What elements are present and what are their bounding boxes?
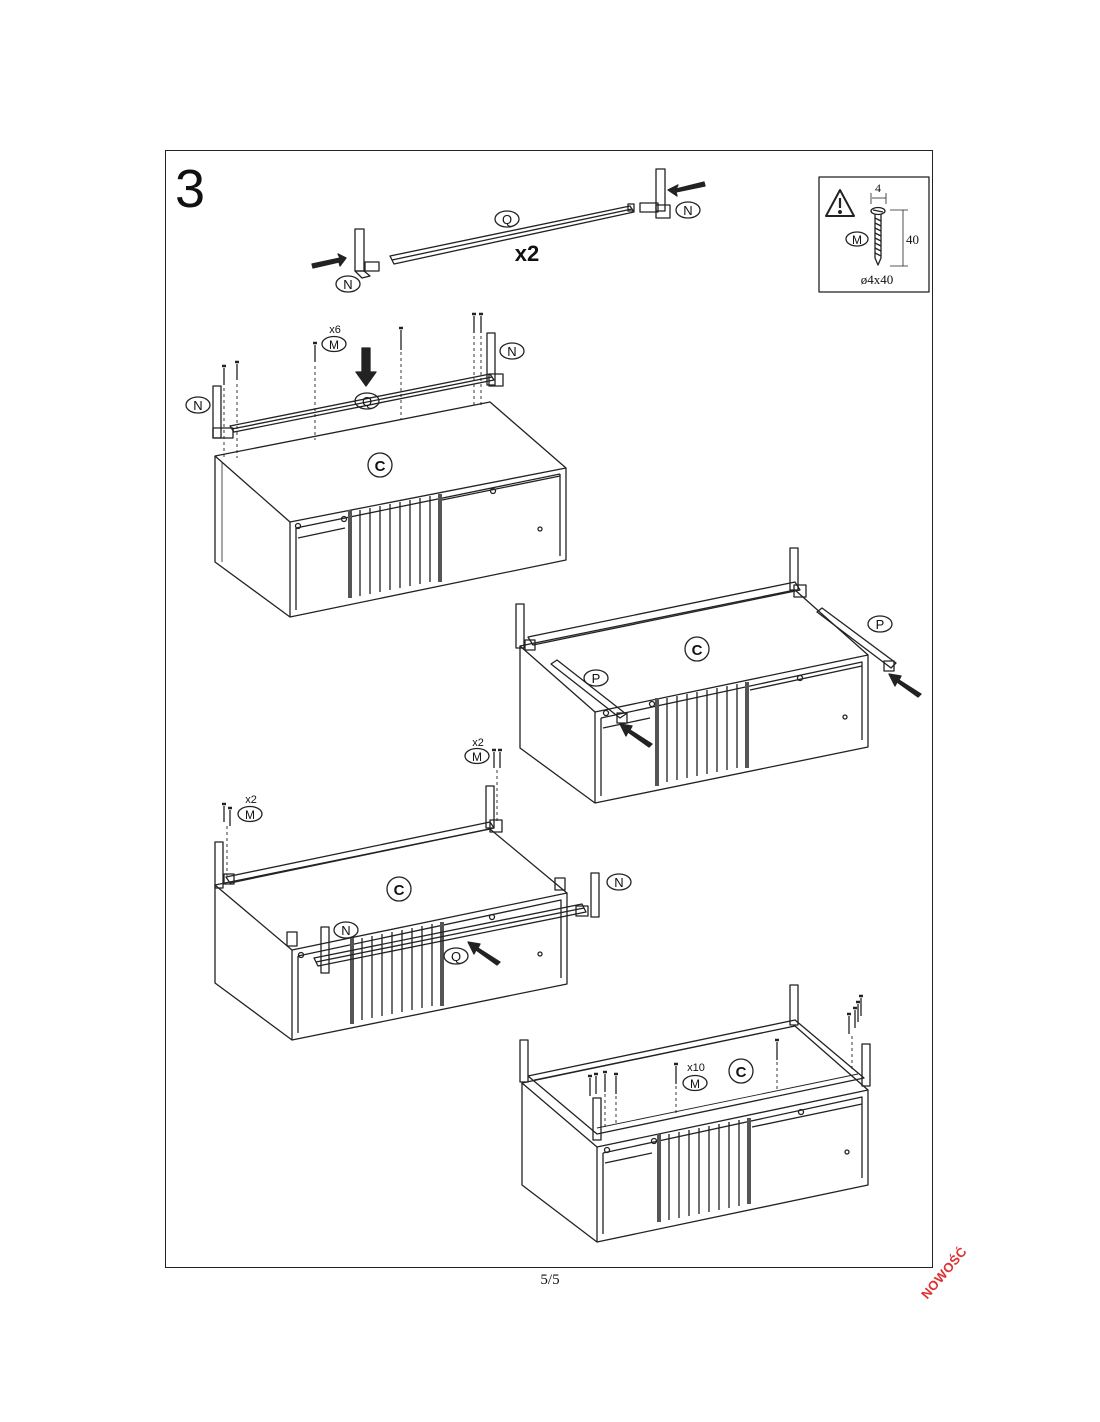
slat-panel	[348, 494, 442, 598]
screw-quantity: x2	[245, 794, 257, 806]
svg-text:M: M	[329, 338, 339, 352]
part-label-n	[185, 396, 211, 414]
arrow-icon	[619, 723, 653, 748]
part-label-c	[367, 452, 393, 478]
svg-text:C: C	[736, 1064, 747, 1081]
arrow-icon	[667, 181, 706, 197]
svg-text:N: N	[614, 875, 623, 890]
rail-assembly-exploded	[311, 168, 706, 279]
cabinet-3	[214, 748, 600, 1041]
screw-icon	[222, 748, 502, 826]
svg-text:C: C	[394, 882, 405, 899]
slat-panel	[350, 922, 444, 1024]
screw-code-badge	[237, 805, 263, 823]
part-label-n	[675, 201, 701, 219]
cabinet-2	[515, 547, 922, 804]
part-label-p	[583, 669, 609, 687]
svg-text:N: N	[193, 398, 202, 413]
arrow-icon	[888, 673, 922, 698]
warning-triangle-icon	[825, 189, 855, 217]
instruction-frame	[165, 150, 933, 1268]
hardware-box: 4 40 M ø4x40	[818, 176, 930, 293]
part-label-n	[335, 275, 361, 293]
svg-text:N: N	[343, 277, 352, 292]
screw-spec-label: ø4x40	[861, 272, 894, 287]
svg-text:M: M	[472, 750, 482, 764]
svg-text:N: N	[341, 923, 350, 938]
part-label-c	[386, 876, 412, 902]
step-number: 3	[175, 159, 206, 219]
screw-icon	[870, 206, 886, 266]
length-label: 40	[906, 232, 919, 247]
part-label-q	[443, 947, 469, 965]
screw-code-badge	[464, 747, 490, 765]
svg-text:Q: Q	[502, 212, 512, 227]
page-number: 5/5	[540, 1272, 560, 1288]
cabinet-4	[519, 984, 871, 1243]
part-label-q	[354, 392, 380, 410]
hardware-code-badge: M	[845, 231, 869, 247]
screw-quantity: x2	[472, 737, 484, 749]
rail-quantity: x2	[515, 241, 539, 266]
arrow-icon	[467, 941, 501, 966]
screw-code-badge	[682, 1074, 708, 1092]
svg-text:P: P	[592, 671, 601, 686]
svg-text:P: P	[876, 617, 885, 632]
part-label-c	[684, 636, 710, 662]
svg-text:Q: Q	[362, 394, 372, 409]
part-label-n	[333, 921, 359, 939]
svg-text:C: C	[692, 642, 703, 659]
svg-text:M: M	[245, 808, 255, 822]
part-label-c	[728, 1058, 754, 1084]
rail-preassembly	[212, 312, 504, 460]
part-label-q	[494, 210, 520, 228]
svg-text:C: C	[375, 458, 386, 475]
arrow-icon	[355, 347, 377, 387]
part-label-n	[606, 873, 632, 891]
slat-panel	[657, 1118, 751, 1222]
svg-text:N: N	[507, 344, 516, 359]
screw-quantity: x10	[687, 1062, 705, 1074]
slat-panel	[655, 682, 749, 786]
svg-text:M: M	[690, 1077, 700, 1091]
screw-icon	[222, 312, 483, 385]
svg-text:M: M	[852, 233, 862, 247]
cabinet-1	[214, 401, 567, 618]
svg-text:Q: Q	[451, 949, 461, 964]
head-diameter-label: 4	[875, 181, 881, 195]
screw-icon	[588, 994, 863, 1096]
part-label-p	[867, 615, 893, 633]
arrow-icon	[311, 253, 347, 269]
screw-quantity: x6	[329, 324, 341, 336]
screw-code-badge	[321, 335, 347, 353]
part-label-n	[499, 342, 525, 360]
svg-text:N: N	[683, 203, 692, 218]
